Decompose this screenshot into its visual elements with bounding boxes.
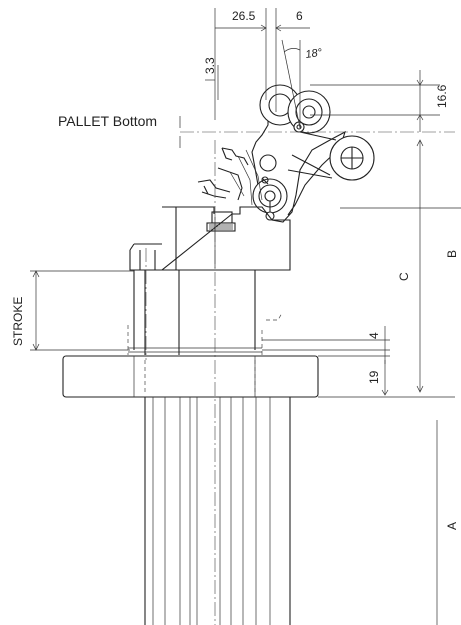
dim-right-top: 16.6 [435, 84, 449, 108]
dim-nineteen: 19 [367, 370, 381, 384]
dim-four: 4 [367, 332, 381, 339]
dim-a: A [445, 522, 459, 530]
dim-vertical-small: 3.3 [203, 57, 217, 74]
dimension-labels: 26.5 6 3.3 18° 16.6 PALLET Bottom STROKE… [11, 9, 459, 530]
clamp-mechanism [197, 84, 375, 232]
dim-top-left: 26.5 [232, 9, 256, 23]
dim-top-right: 6 [296, 9, 303, 23]
dim-c: C [397, 272, 411, 281]
dim-angle: 18° [305, 47, 324, 61]
label-pallet-bottom: PALLET Bottom [58, 113, 157, 129]
dim-b: B [445, 250, 459, 258]
label-stroke: STROKE [11, 297, 25, 346]
dimension-lines [30, 8, 461, 625]
clamp-body [62, 206, 319, 625]
